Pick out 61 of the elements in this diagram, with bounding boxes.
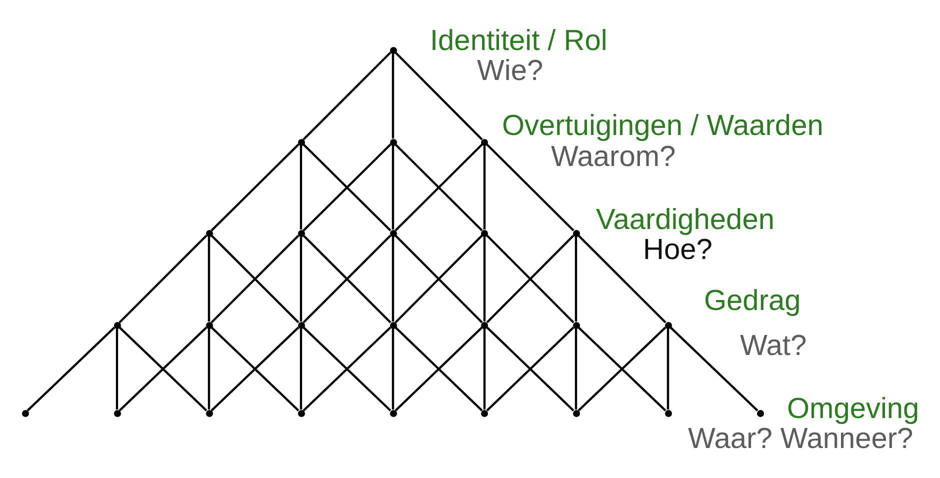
- junction-dot: [390, 46, 396, 54]
- junction-dot: [756, 410, 764, 416]
- connector-line: [208, 328, 210, 410]
- crossed-connector-lines: [577, 326, 667, 412]
- junction-dot: [22, 410, 28, 416]
- crossed-connector-lines: [210, 326, 300, 412]
- junction-dot: [390, 410, 396, 416]
- connector-line: [392, 54, 394, 138]
- connector-line: [118, 234, 208, 324]
- junction-dot: [298, 138, 304, 146]
- level-heading: Gedrag: [704, 285, 801, 318]
- junction-dot: [481, 410, 488, 416]
- connector-line: [483, 146, 486, 230]
- connector-line: [208, 236, 210, 322]
- crossed-connector-lines: [486, 234, 575, 324]
- junction-dot: [664, 410, 672, 416]
- junction-dot: [390, 138, 396, 146]
- connector-line: [392, 236, 394, 322]
- connector-line: [300, 328, 302, 410]
- crossed-connector-lines: [394, 326, 484, 412]
- connector-line: [578, 234, 666, 324]
- connector-line: [302, 52, 392, 140]
- level-question: Wat?: [740, 330, 807, 364]
- junction-dot: [572, 230, 580, 236]
- junction-dot: [206, 322, 212, 328]
- junction-dot: [481, 138, 488, 146]
- connector-line: [574, 236, 578, 322]
- connector-line: [392, 328, 394, 410]
- connector-line: [116, 328, 118, 410]
- crossed-connector-lines: [210, 234, 300, 324]
- connector-line: [210, 144, 300, 232]
- connector-line: [670, 326, 758, 412]
- junction-dot: [481, 230, 488, 236]
- connector-line: [300, 146, 302, 230]
- connector-line: [666, 328, 670, 410]
- crossed-connector-lines: [302, 234, 392, 324]
- crossed-connector-lines: [118, 326, 208, 412]
- connector-line: [574, 328, 578, 410]
- junction-dot: [206, 230, 212, 236]
- crossed-connector-lines: [302, 326, 392, 412]
- connector-line: [483, 328, 486, 410]
- junction-dot: [298, 230, 304, 236]
- junction-dot: [664, 322, 672, 328]
- crossed-connector-lines: [486, 326, 575, 412]
- junction-dot: [572, 322, 580, 328]
- connector-line: [300, 236, 302, 322]
- connector-line: [483, 236, 486, 322]
- junction-dot: [114, 322, 120, 328]
- level-heading: Overtuigingen / Waarden: [502, 110, 824, 144]
- junction-dot: [206, 410, 212, 416]
- junction-dot: [298, 410, 304, 416]
- connector-line: [394, 52, 483, 140]
- connector-line: [392, 146, 394, 230]
- crossed-connector-lines: [394, 234, 484, 324]
- crossed-connector-lines: [394, 143, 484, 232]
- junction-dot: [572, 410, 580, 416]
- connector-line: [486, 144, 574, 232]
- crossed-connector-lines: [302, 143, 392, 232]
- junction-dot: [114, 410, 120, 416]
- connector-line: [26, 326, 116, 412]
- level-question: Waarom?: [551, 141, 676, 174]
